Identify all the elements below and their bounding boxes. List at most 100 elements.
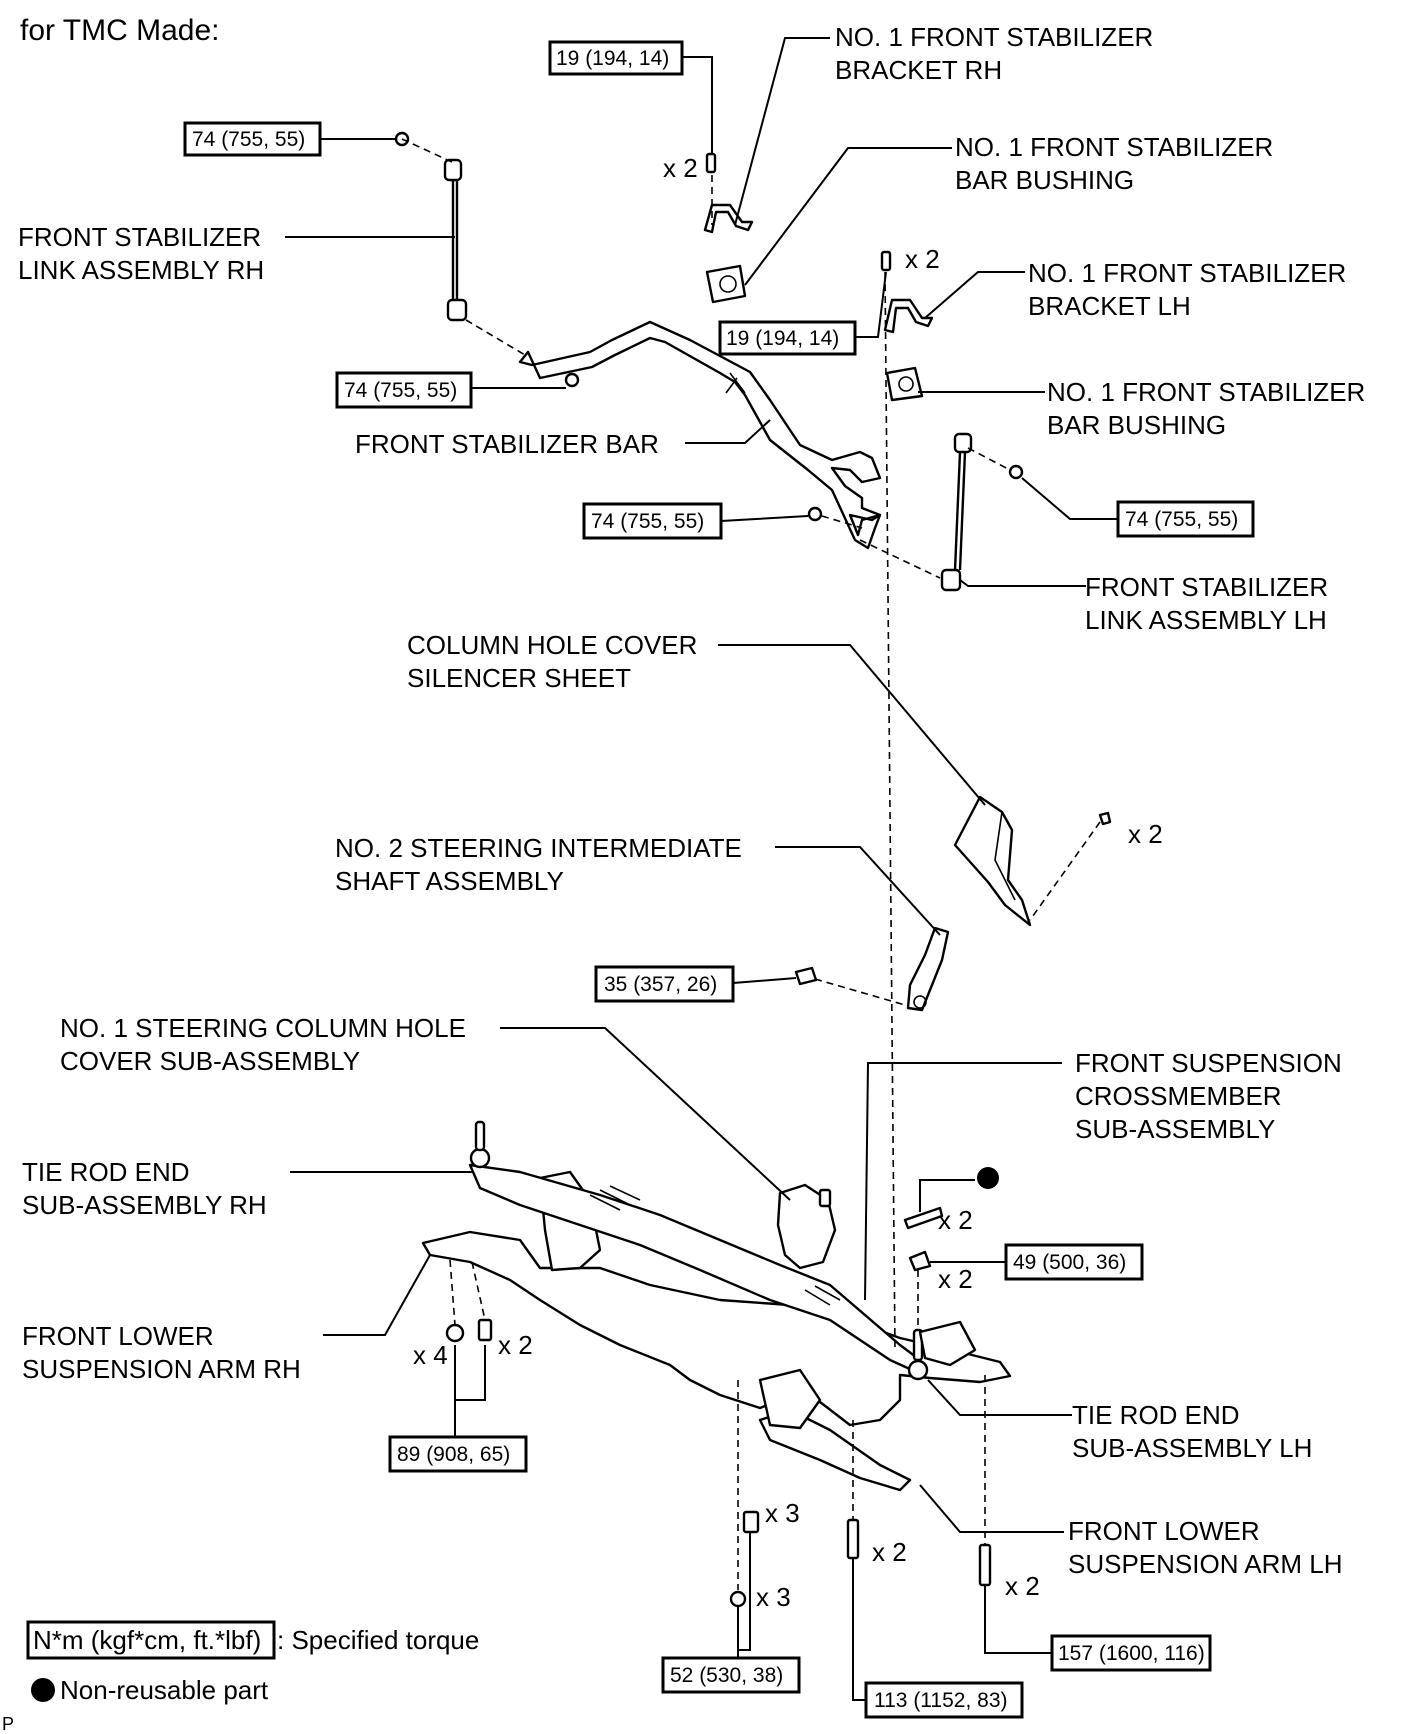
svg-text:COLUMN HOLE COVER: COLUMN HOLE COVER bbox=[407, 630, 697, 660]
svg-text:113 (1152, 83): 113 (1152, 83) bbox=[874, 1689, 1008, 1712]
svg-text:52 (530, 38): 52 (530, 38) bbox=[670, 1664, 783, 1687]
svg-text:x 2: x 2 bbox=[938, 1205, 973, 1235]
alignment-lines bbox=[401, 138, 1101, 1590]
torque-bracket-lh: 19 (194, 14) bbox=[718, 320, 857, 356]
svg-text:BAR BUSHING: BAR BUSHING bbox=[955, 165, 1134, 195]
nonreusable-marker-icon bbox=[977, 1167, 999, 1189]
svg-text:157 (1600, 116): 157 (1600, 116) bbox=[1058, 1642, 1205, 1665]
label-tie-rod-lh: TIE ROD END SUB-ASSEMBLY LH bbox=[1072, 1400, 1312, 1463]
legend-torque-box bbox=[26, 1620, 276, 1660]
svg-text:NO. 1 FRONT STABILIZER: NO. 1 FRONT STABILIZER bbox=[955, 132, 1273, 162]
svg-text:74 (755, 55): 74 (755, 55) bbox=[1125, 508, 1238, 531]
part-labels: NO. 1 FRONT STABILIZER BRACKET RH NO. 1 … bbox=[18, 22, 1365, 1579]
svg-text:BRACKET RH: BRACKET RH bbox=[835, 55, 1002, 85]
svg-text:CROSSMEMBER: CROSSMEMBER bbox=[1075, 1081, 1282, 1111]
svg-text:x 4: x 4 bbox=[413, 1340, 448, 1370]
svg-text:: Specified torque: : Specified torque bbox=[277, 1625, 479, 1655]
label-link-lh: FRONT STABILIZER LINK ASSEMBLY LH bbox=[1085, 572, 1328, 635]
svg-text:x 2: x 2 bbox=[663, 153, 698, 183]
svg-text:x 3: x 3 bbox=[756, 1582, 791, 1612]
page-title: for TMC Made: bbox=[20, 14, 220, 47]
link-rh-top-joint bbox=[443, 158, 463, 182]
svg-text:x 3: x 3 bbox=[765, 1498, 800, 1528]
parts-art bbox=[394, 131, 1112, 1608]
link-rh-bottom-joint bbox=[446, 298, 468, 322]
svg-text:19 (194, 14): 19 (194, 14) bbox=[556, 47, 669, 70]
torque-bottom-113: 113 (1152, 83) bbox=[864, 1681, 1024, 1719]
stabilizer-bar-shape bbox=[518, 320, 882, 550]
legend: N*m (kgf*cm, ft.*lbf) : Specified torque… bbox=[26, 1620, 479, 1705]
svg-text:NO. 1 STEERING COLUMN HOLE: NO. 1 STEERING COLUMN HOLE bbox=[60, 1013, 466, 1043]
torque-crossmember-nut: 49 (500, 36) bbox=[1004, 1243, 1144, 1281]
svg-text:TIE ROD END: TIE ROD END bbox=[22, 1157, 190, 1187]
svg-text:FRONT STABILIZER BAR: FRONT STABILIZER BAR bbox=[355, 429, 659, 459]
svg-text:x 2: x 2 bbox=[1128, 819, 1163, 849]
svg-text:SUB-ASSEMBLY: SUB-ASSEMBLY bbox=[1075, 1114, 1275, 1144]
svg-text:x 2: x 2 bbox=[1005, 1571, 1040, 1601]
torque-lower-arm-rh: 89 (908, 65) bbox=[388, 1435, 528, 1473]
svg-text:19 (194, 14): 19 (194, 14) bbox=[726, 327, 839, 350]
svg-text:NO. 2 STEERING INTERMEDIATE: NO. 2 STEERING INTERMEDIATE bbox=[335, 833, 742, 863]
label-silencer: COLUMN HOLE COVER SILENCER SHEET bbox=[407, 630, 697, 693]
crossmember-shape bbox=[421, 1230, 1012, 1427]
torque-specs: 19 (194, 14) 74 (755, 55) 19 (194, 14) 7… bbox=[183, 40, 1255, 1719]
tie-rod-rh-ball bbox=[469, 1147, 491, 1169]
svg-text:74 (755, 55): 74 (755, 55) bbox=[192, 128, 305, 151]
torque-link-rh-bottom: 74 (755, 55) bbox=[335, 371, 473, 409]
svg-text:x 2: x 2 bbox=[498, 1330, 533, 1360]
label-shaft: NO. 2 STEERING INTERMEDIATE SHAFT ASSEMB… bbox=[335, 833, 742, 896]
label-tie-rod-rh: TIE ROD END SUB-ASSEMBLY RH bbox=[22, 1157, 267, 1220]
svg-text:x 2: x 2 bbox=[938, 1264, 973, 1294]
label-bracket-rh: NO. 1 FRONT STABILIZER BRACKET RH bbox=[835, 22, 1153, 85]
svg-text:COVER SUB-ASSEMBLY: COVER SUB-ASSEMBLY bbox=[60, 1046, 360, 1076]
label-bracket-lh: NO. 1 FRONT STABILIZER BRACKET LH bbox=[1028, 258, 1346, 321]
svg-text:SUB-ASSEMBLY LH: SUB-ASSEMBLY LH bbox=[1072, 1433, 1312, 1463]
torque-link-lh-top: 74 (755, 55) bbox=[1116, 500, 1255, 538]
label-hole-cover: NO. 1 STEERING COLUMN HOLE COVER SUB-ASS… bbox=[60, 1013, 466, 1076]
svg-text:SILENCER SHEET: SILENCER SHEET bbox=[407, 663, 631, 693]
torque-shaft: 35 (357, 26) bbox=[594, 965, 735, 1003]
label-lower-arm-lh: FRONT LOWER SUSPENSION ARM LH bbox=[1068, 1516, 1343, 1579]
svg-text:SHAFT ASSEMBLY: SHAFT ASSEMBLY bbox=[335, 866, 564, 896]
svg-text:FRONT SUSPENSION: FRONT SUSPENSION bbox=[1075, 1048, 1342, 1078]
svg-text:BRACKET LH: BRACKET LH bbox=[1028, 291, 1191, 321]
silencer-sheet-shape bbox=[953, 795, 1032, 927]
svg-text:FRONT LOWER: FRONT LOWER bbox=[1068, 1516, 1260, 1546]
svg-text:SUSPENSION ARM LH: SUSPENSION ARM LH bbox=[1068, 1549, 1343, 1579]
torque-bottom-157: 157 (1600, 116) bbox=[1050, 1634, 1212, 1672]
svg-text:89 (908, 65): 89 (908, 65) bbox=[397, 1443, 510, 1466]
label-stab-bar: FRONT STABILIZER BAR bbox=[355, 429, 659, 459]
torque-bottom-52: 52 (530, 38) bbox=[661, 1656, 801, 1694]
bushing-top-shape bbox=[705, 264, 747, 304]
label-link-rh: FRONT STABILIZER LINK ASSEMBLY RH bbox=[18, 222, 264, 285]
svg-text:SUSPENSION ARM RH: SUSPENSION ARM RH bbox=[22, 1354, 301, 1384]
svg-text:TIE ROD END: TIE ROD END bbox=[1072, 1400, 1240, 1430]
torque-stab-bar-mid: 74 (755, 55) bbox=[582, 502, 723, 540]
svg-text:NO. 1 FRONT STABILIZER: NO. 1 FRONT STABILIZER bbox=[835, 22, 1153, 52]
leader-lines bbox=[285, 37, 1118, 1701]
svg-text:35 (357, 26): 35 (357, 26) bbox=[604, 973, 717, 996]
svg-text:FRONT STABILIZER: FRONT STABILIZER bbox=[18, 222, 261, 252]
label-bushing-top: NO. 1 FRONT STABILIZER BAR BUSHING bbox=[955, 132, 1273, 195]
svg-text:x 2: x 2 bbox=[905, 244, 940, 274]
svg-text:49 (500, 36): 49 (500, 36) bbox=[1013, 1251, 1126, 1274]
svg-text:LINK ASSEMBLY RH: LINK ASSEMBLY RH bbox=[18, 255, 264, 285]
legend-nonreusable-icon bbox=[31, 1678, 55, 1702]
svg-text:NO. 1 FRONT STABILIZER: NO. 1 FRONT STABILIZER bbox=[1047, 377, 1365, 407]
svg-text:N*m (kgf*cm, ft.*lbf): N*m (kgf*cm, ft.*lbf) bbox=[33, 1625, 261, 1655]
label-bushing-lh: NO. 1 FRONT STABILIZER BAR BUSHING bbox=[1047, 377, 1365, 440]
svg-text:74 (755, 55): 74 (755, 55) bbox=[591, 510, 704, 533]
torque-link-rh-top: 74 (755, 55) bbox=[183, 121, 322, 157]
svg-text:Non-reusable part: Non-reusable part bbox=[60, 1675, 269, 1705]
svg-text:BAR BUSHING: BAR BUSHING bbox=[1047, 410, 1226, 440]
svg-text:74 (755, 55): 74 (755, 55) bbox=[344, 379, 457, 402]
label-crossmember: FRONT SUSPENSION CROSSMEMBER SUB-ASSEMBL… bbox=[1075, 1048, 1342, 1144]
svg-text:x 2: x 2 bbox=[872, 1537, 907, 1567]
bracket-rh-shape bbox=[703, 203, 754, 234]
svg-text:LINK ASSEMBLY LH: LINK ASSEMBLY LH bbox=[1085, 605, 1327, 635]
figure-code: P bbox=[2, 1714, 14, 1734]
svg-text:SUB-ASSEMBLY RH: SUB-ASSEMBLY RH bbox=[22, 1190, 267, 1220]
svg-text:NO. 1 FRONT STABILIZER: NO. 1 FRONT STABILIZER bbox=[1028, 258, 1346, 288]
label-lower-arm-rh: FRONT LOWER SUSPENSION ARM RH bbox=[22, 1321, 301, 1384]
